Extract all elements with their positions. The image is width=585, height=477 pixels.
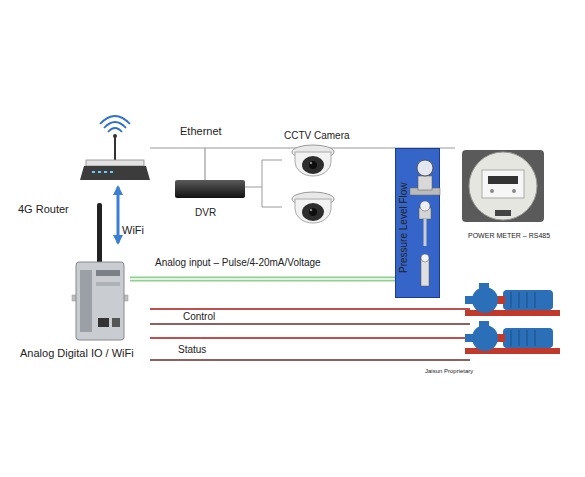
node-label: CCTV Camera xyxy=(284,130,350,142)
node-label: DVR xyxy=(195,207,216,219)
camera-group: CCTV Camera xyxy=(282,145,344,225)
router-node: 4G Router xyxy=(80,128,150,184)
connector xyxy=(245,160,282,187)
io-device xyxy=(72,203,128,340)
dome-camera xyxy=(292,145,334,176)
control-wire xyxy=(150,308,470,310)
node-label: Pressure Level Flow xyxy=(398,182,410,273)
dvr-box: DVR xyxy=(175,180,245,198)
signal-name: Status xyxy=(178,344,206,356)
power-meter-icon xyxy=(462,150,544,222)
sensor-panel: Pressure Level Flow xyxy=(395,148,440,298)
node-label: Analog Digital IO / WiFi xyxy=(20,347,134,360)
camera-branch xyxy=(262,187,282,207)
io-device-node: Analog Digital IO / WiFi xyxy=(72,245,130,342)
connector-label: WiFi xyxy=(122,224,144,237)
power-meter: POWER METER – RS485 xyxy=(460,148,548,222)
control-wire xyxy=(150,323,470,325)
dome-camera xyxy=(292,192,334,223)
instrument-set xyxy=(410,160,440,286)
router-icon xyxy=(80,116,150,180)
pump-icon xyxy=(465,283,560,316)
connector xyxy=(117,187,120,243)
pump-icon xyxy=(465,321,560,354)
node-label: 4G Router xyxy=(18,203,69,216)
status-wire xyxy=(150,337,470,339)
node-label: POWER METER – RS485 xyxy=(468,232,550,240)
connector-core xyxy=(130,278,395,280)
connector-label: Analog input – Pulse/4-20mA/Voltage xyxy=(155,257,321,269)
connector xyxy=(150,148,205,180)
watermark: Jaisun Proprietary xyxy=(425,368,473,375)
connector-label: Ethernet xyxy=(180,125,222,138)
signal-name: Control xyxy=(183,311,215,323)
connector xyxy=(130,277,395,282)
status-wire xyxy=(150,359,470,361)
